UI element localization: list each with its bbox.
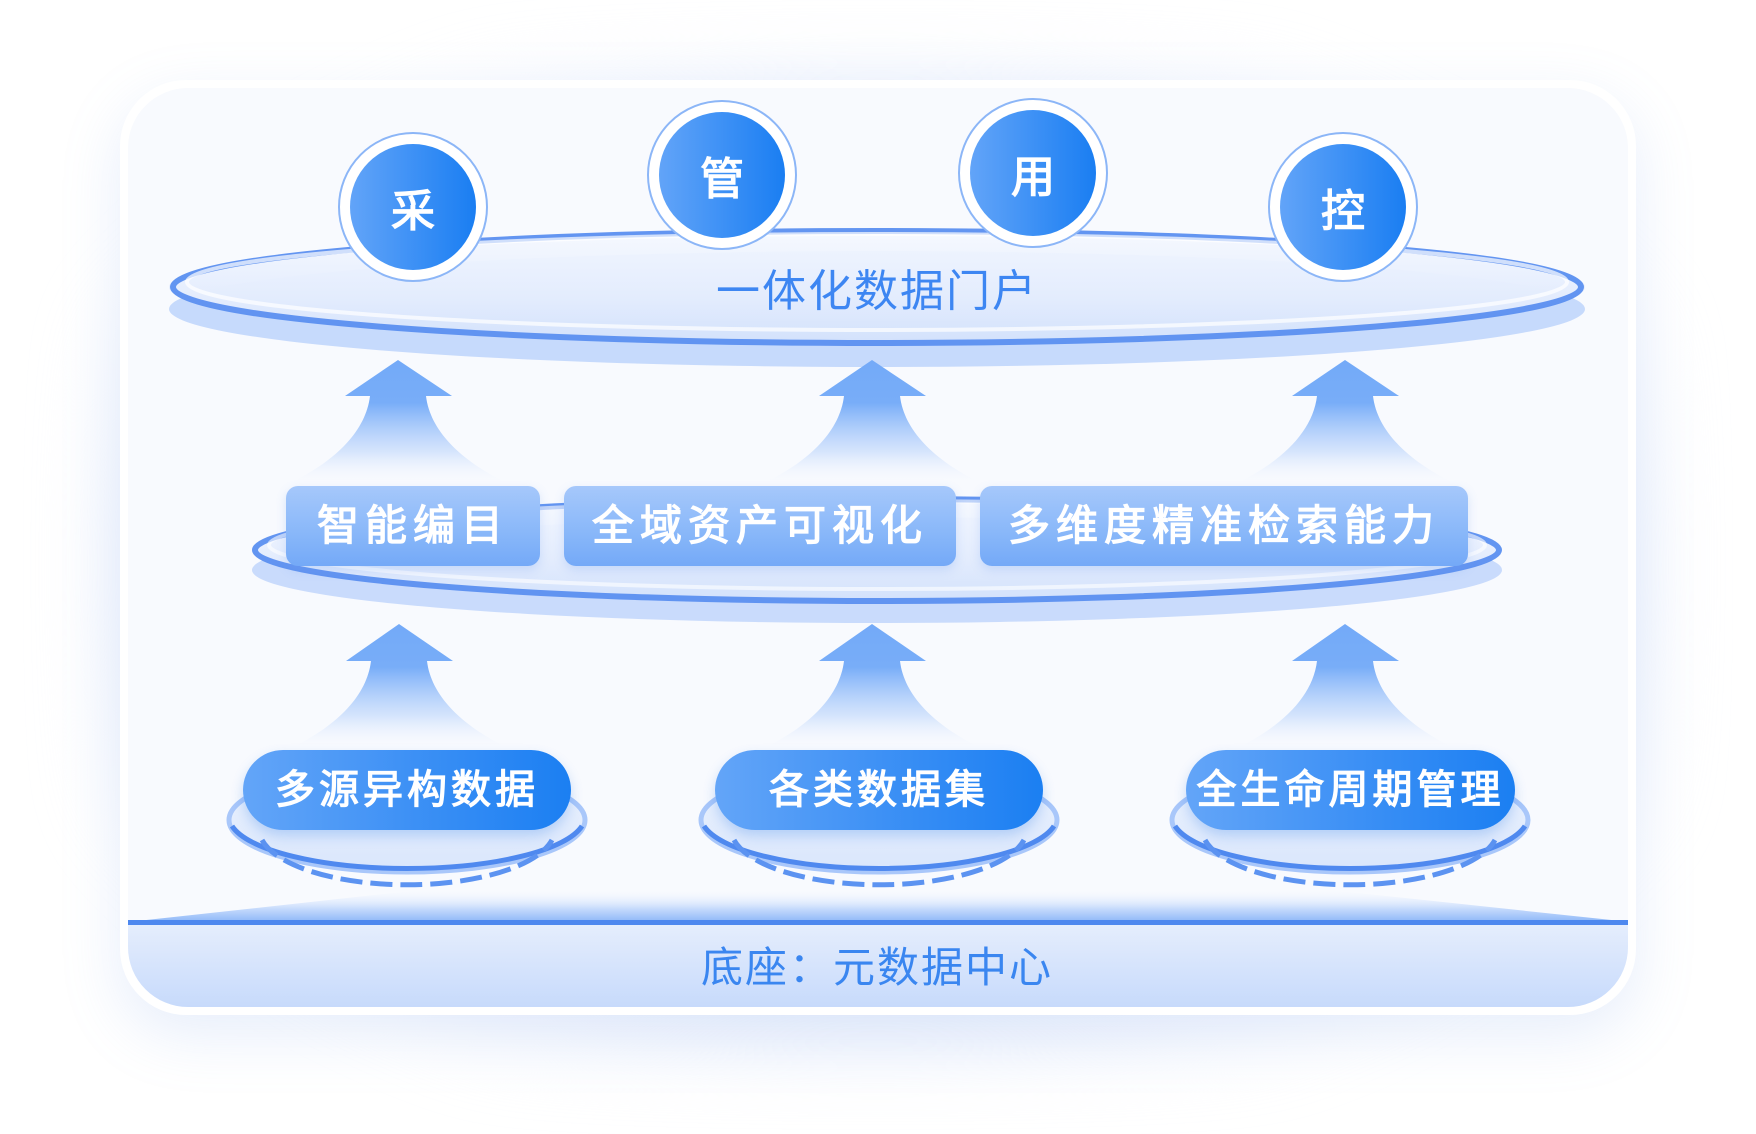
base-platform (128, 890, 1628, 1007)
capability-label: 采 (350, 144, 476, 270)
capability-circle-collect: 采 (338, 132, 488, 282)
portal-ring (169, 228, 1585, 367)
capability-label: 管 (659, 112, 785, 238)
capability-label: 用 (970, 110, 1096, 236)
feature-box-cataloging: 智能编目 (286, 486, 540, 566)
source-pill-datasets: 各类数据集 (715, 750, 1043, 830)
feature-box-asset-visualization: 全域资产可视化 (564, 486, 956, 566)
source-pill-heterogeneous-data: 多源异构数据 (243, 750, 571, 830)
lower-arrows (293, 624, 1452, 747)
capability-circle-control: 控 (1268, 132, 1418, 282)
portal-title: 一体化数据门户 (716, 266, 1038, 317)
source-pill-lifecycle-management: 全生命周期管理 (1186, 750, 1515, 830)
capability-circle-use: 用 (958, 98, 1108, 248)
upper-arrows (292, 360, 1452, 482)
capability-circle-manage: 管 (647, 100, 797, 250)
base-title: 底座：元数据中心 (700, 943, 1053, 992)
capability-label: 控 (1280, 144, 1406, 270)
feature-box-multi-dimension-search: 多维度精准检索能力 (980, 486, 1468, 566)
